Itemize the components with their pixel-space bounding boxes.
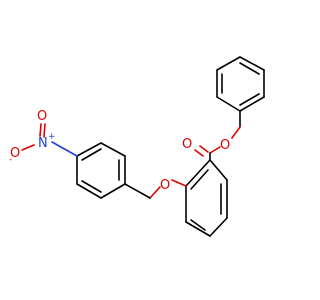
nitro-nitrogen-charge: + xyxy=(48,132,56,142)
nitro-oxygen-minus-label: O xyxy=(10,146,20,161)
nitro-oxygen-charge: - xyxy=(9,155,12,165)
molecule-structure-diagram: O N + O - O O O xyxy=(9,56,265,237)
ether-bridge xyxy=(124,179,187,199)
benzoate-ring xyxy=(185,159,228,237)
nitro-nitrogen-label: N xyxy=(38,136,48,151)
ester-oxygen-label: O xyxy=(220,138,230,153)
atom-labels: O N + O - O O O xyxy=(9,109,230,193)
ester-group xyxy=(194,110,241,161)
carbonyl-oxygen-label: O xyxy=(182,137,192,152)
nitro-bonds xyxy=(21,123,78,157)
nitro-oxygen-top-label: O xyxy=(37,109,47,124)
nitrobenzyl-ring xyxy=(76,142,126,199)
phenyl-ring xyxy=(216,56,265,112)
ether-oxygen-label: O xyxy=(160,178,170,193)
